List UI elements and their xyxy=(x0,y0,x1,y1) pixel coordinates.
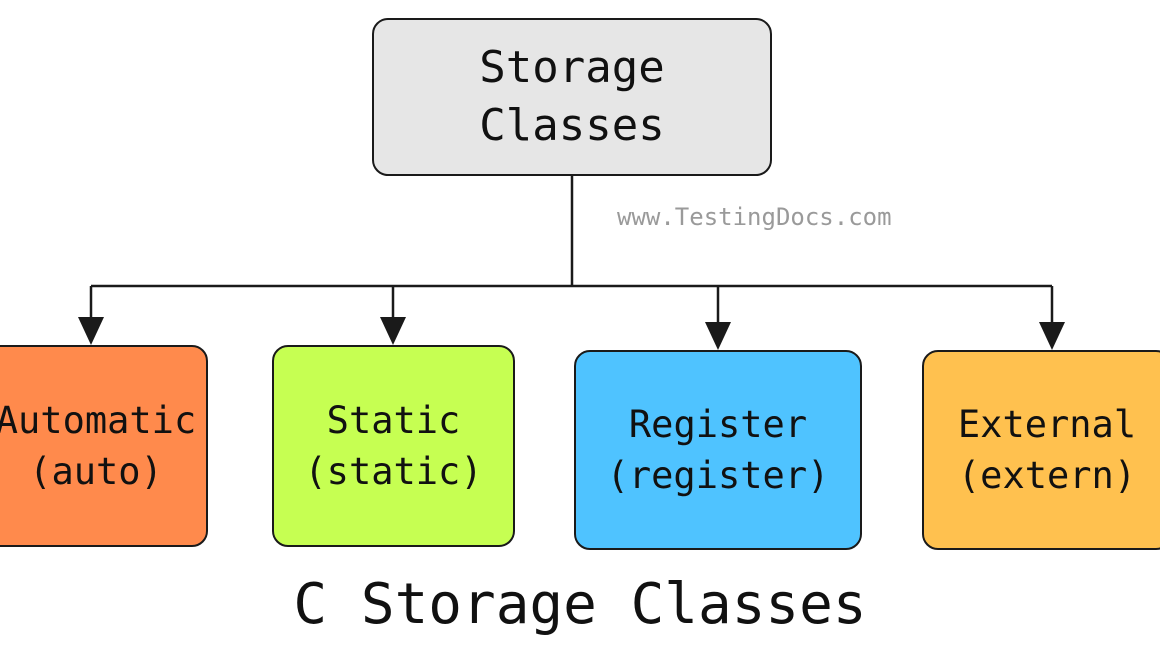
automatic-node: Automatic (auto) xyxy=(0,345,208,547)
external-keyword: (extern) xyxy=(957,454,1137,497)
static-node: Static (static) xyxy=(272,345,515,547)
static-arrow-icon xyxy=(380,317,406,345)
register-node: Register (register) xyxy=(574,350,862,550)
root-label-line-2: Classes xyxy=(479,100,665,151)
root-label-line-1: Storage xyxy=(479,42,665,93)
watermark-text: www.TestingDocs.com xyxy=(617,203,892,231)
external-node: External (extern) xyxy=(922,350,1160,550)
static-label: Static xyxy=(326,399,461,442)
register-keyword: (register) xyxy=(606,454,830,497)
register-label: Register xyxy=(628,403,808,446)
static-keyword: (static) xyxy=(304,450,483,493)
automatic-arrow-icon xyxy=(78,317,104,345)
automatic-label: Automatic xyxy=(0,399,197,442)
diagram-caption: C Storage Classes xyxy=(293,572,867,637)
automatic-keyword: (auto) xyxy=(29,450,163,493)
storage-classes-root-node: Storage Classes xyxy=(372,18,772,176)
register-arrow-icon xyxy=(705,322,731,350)
external-label: External xyxy=(957,403,1137,446)
external-arrow-icon xyxy=(1039,322,1065,350)
